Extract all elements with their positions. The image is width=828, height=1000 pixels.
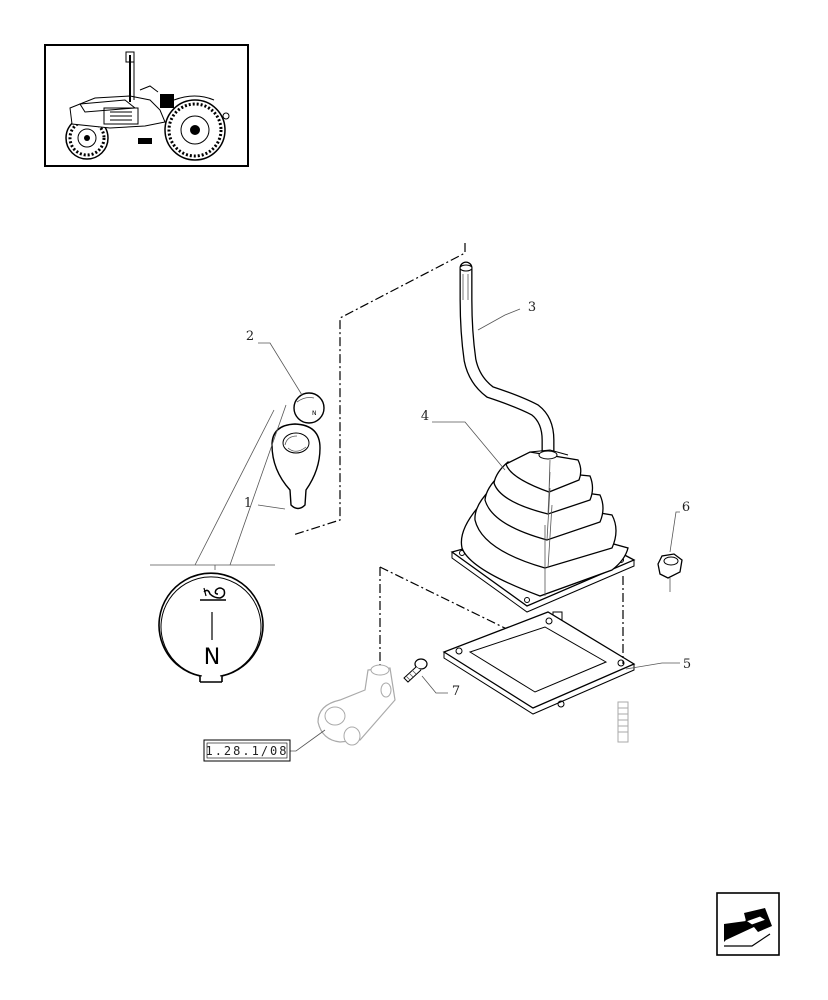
callout-6[interactable]: 6 — [682, 500, 690, 515]
reference-link-1-28-1-08[interactable]: 1.28.1/08 — [203, 739, 291, 762]
knob-face-detail: N — [150, 404, 287, 683]
callout-5[interactable]: 5 — [683, 657, 691, 672]
part-4-rubber-boot[interactable] — [450, 449, 636, 653]
callout-4[interactable]: 4 — [421, 409, 429, 424]
next-page-arrow-icon[interactable] — [716, 892, 780, 956]
part-2-knob-cap[interactable]: N — [293, 392, 325, 424]
slow-speed-snail-icon — [200, 587, 226, 601]
part-5-gasket[interactable] — [442, 576, 636, 743]
callout-2[interactable]: 2 — [246, 329, 254, 344]
part-3-gear-lever[interactable] — [459, 261, 555, 465]
neutral-letter: N — [204, 645, 220, 670]
callout-7[interactable]: 7 — [452, 684, 460, 699]
reference-label: 1.28.1/08 — [205, 744, 288, 758]
callout-1[interactable]: 1 — [244, 496, 252, 511]
part-6-nut[interactable] — [657, 553, 683, 592]
callout-3[interactable]: 3 — [528, 300, 536, 315]
assembly-lines — [292, 243, 561, 668]
part-7-screw[interactable] — [403, 658, 428, 683]
leader-lines — [257, 308, 680, 752]
tractor-thumbnail[interactable] — [44, 44, 249, 167]
callout-labels: 1 2 3 4 5 6 7 — [244, 300, 691, 699]
part-1-gear-knob[interactable] — [271, 423, 321, 510]
linkage-arm-ghost — [317, 664, 396, 746]
svg-text:N: N — [312, 410, 317, 417]
